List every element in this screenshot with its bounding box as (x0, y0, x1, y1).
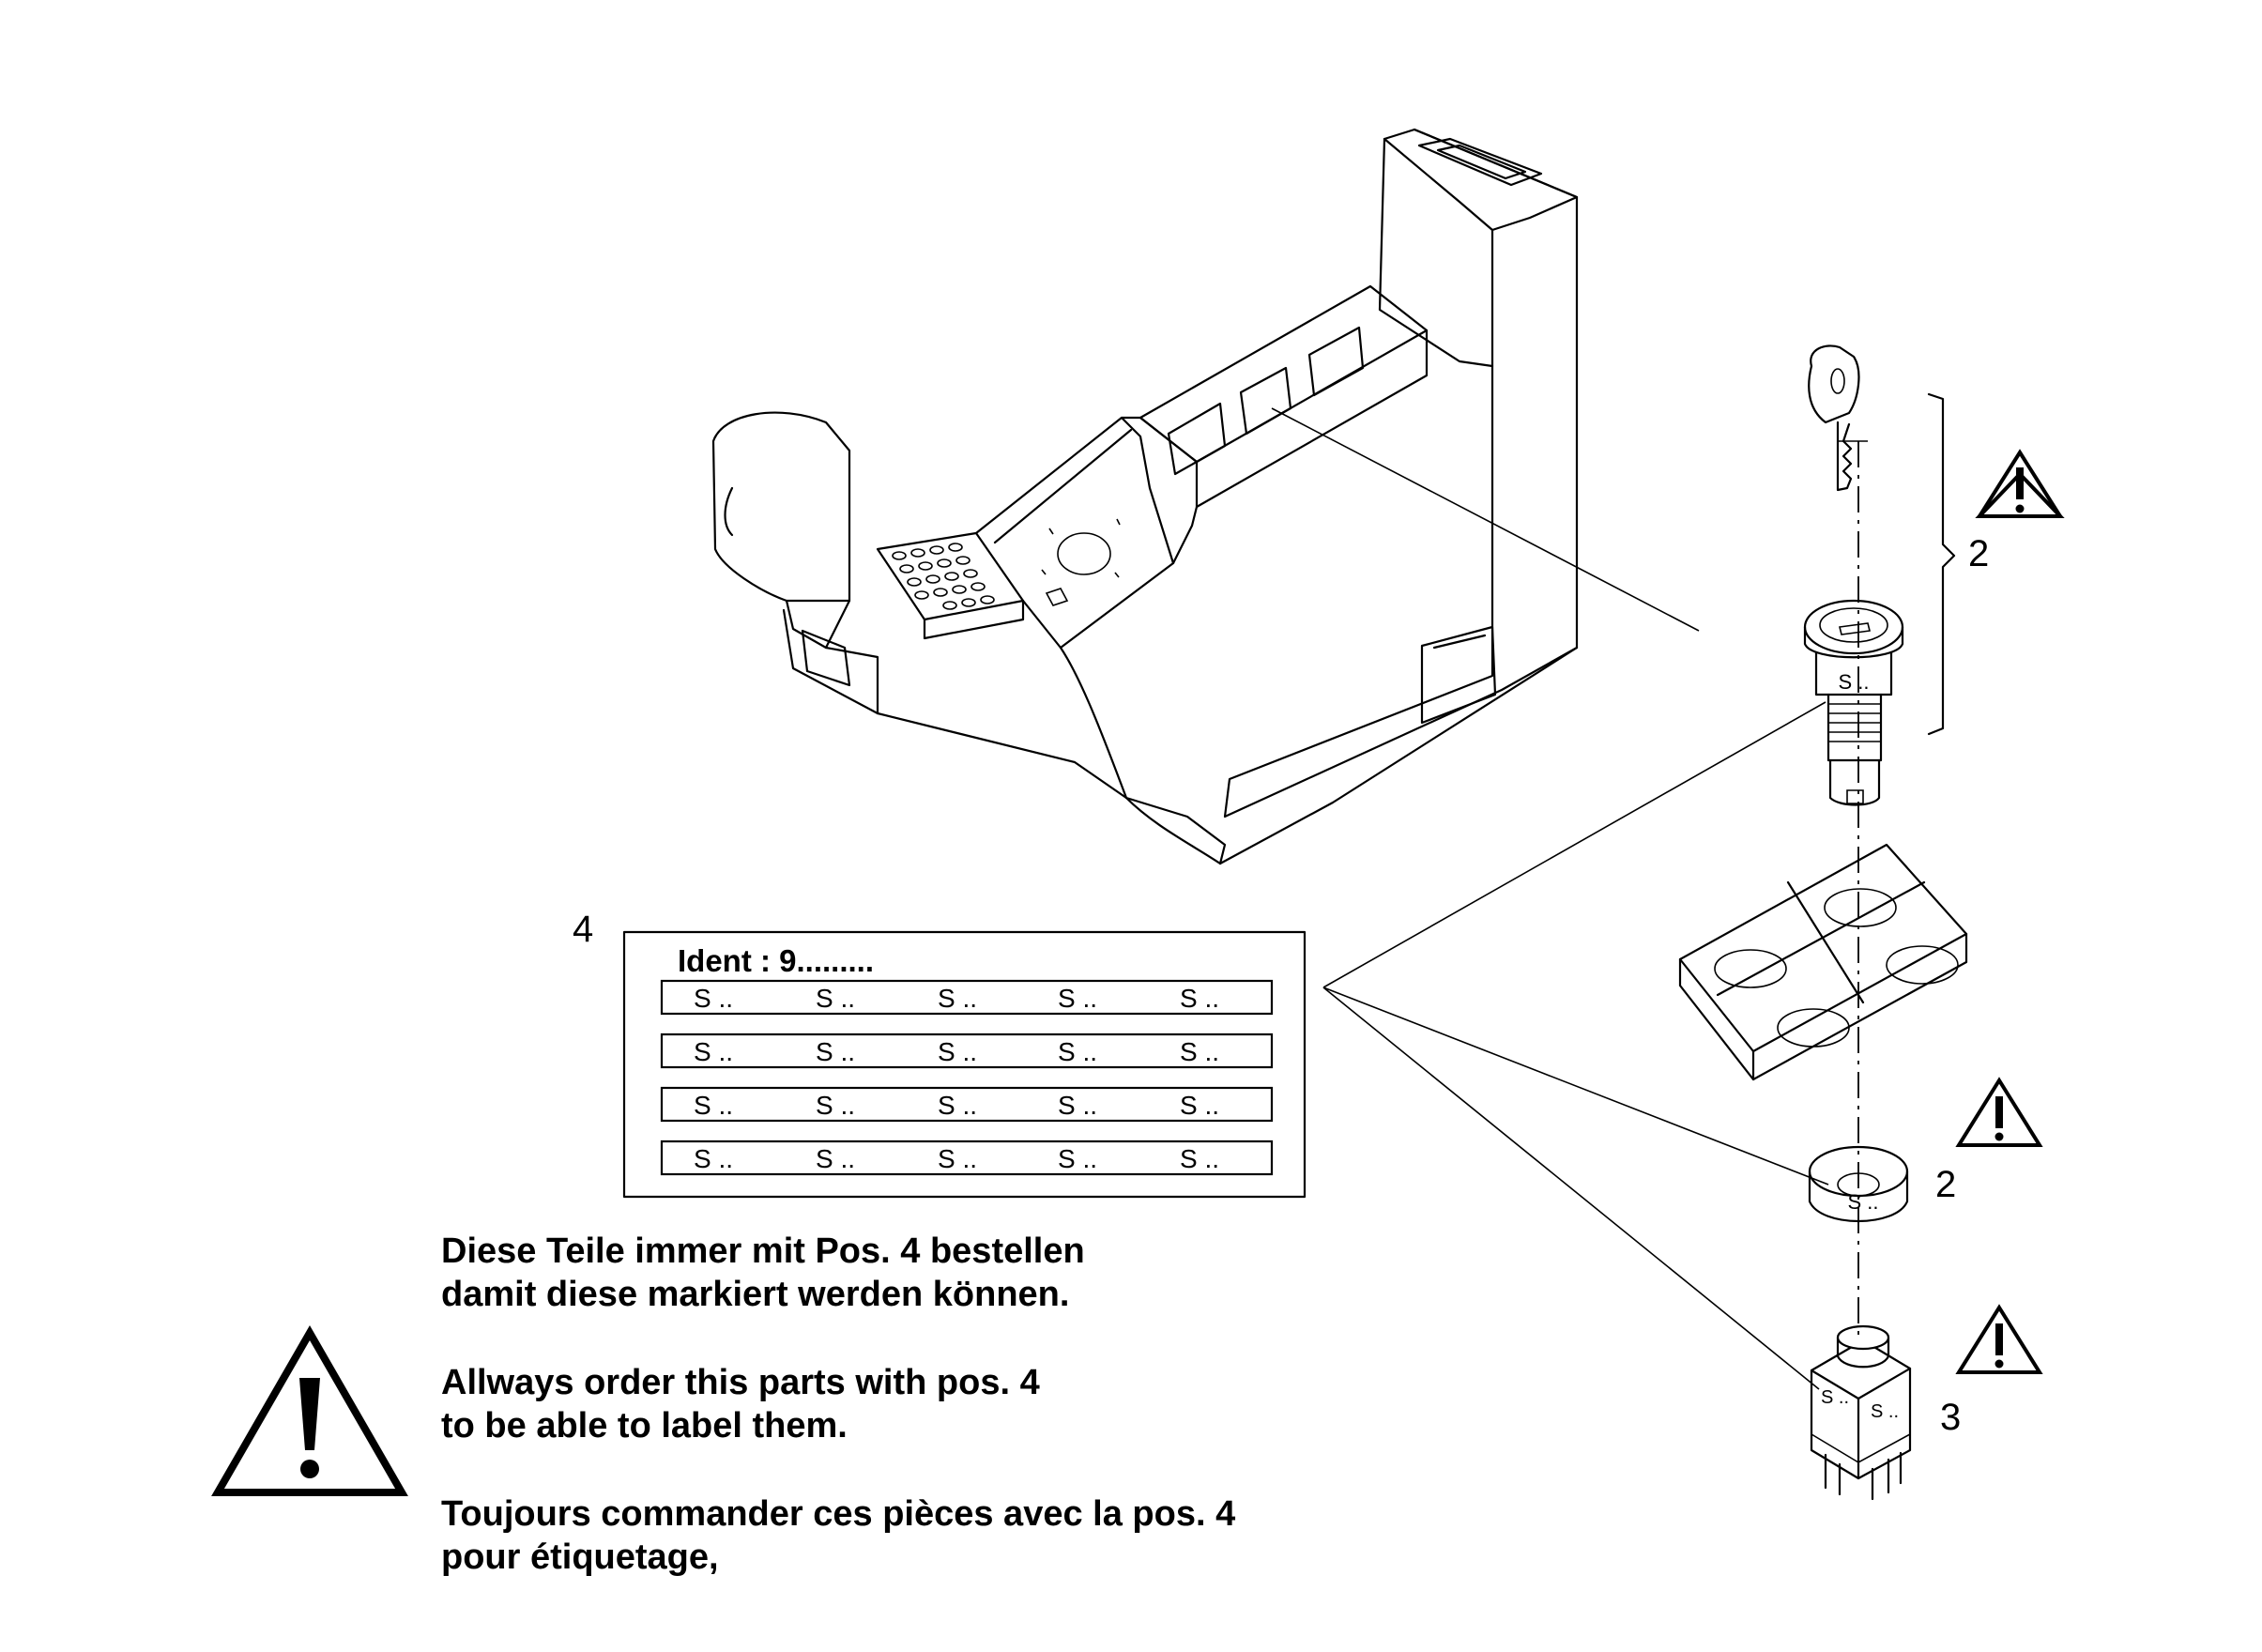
label-cell: S .. (1058, 1144, 1097, 1173)
label-cell: S .. (694, 984, 733, 1013)
label-row (660, 1032, 1274, 1069)
label-cell: S .. (1180, 984, 1219, 1013)
note-line: Diese Teile immer mit Pos. 4 bestellen (441, 1231, 1085, 1271)
cap-mark: S .. (1847, 1190, 1878, 1214)
label-cell: S .. (938, 984, 977, 1013)
label-cell: S .. (816, 1144, 855, 1173)
note-line: Toujours commander ces pièces avec la po… (441, 1494, 1236, 1534)
label-cell: S .. (816, 984, 855, 1013)
leaders-label-sheet (1322, 701, 1829, 1390)
label-cell: S .. (694, 1037, 733, 1066)
warning-triangle-icon (1955, 1077, 2043, 1147)
label-row (660, 1086, 1274, 1123)
label-sheet-ident: Ident : 9......... (678, 943, 874, 978)
label-cell: S .. (1058, 1091, 1097, 1120)
label-cell: S .. (816, 1037, 855, 1066)
callout-key-cylinder: 2 (1968, 533, 1989, 574)
label-row (660, 1140, 1274, 1176)
note-line: to be able to label them. (441, 1406, 848, 1446)
label-cell: S .. (816, 1091, 855, 1120)
label-row (660, 979, 1274, 1016)
label-cell: S .. (694, 1091, 733, 1120)
note-line: damit diese markiert werden können. (441, 1275, 1070, 1314)
note-german: Diese Teile immer mit Pos. 4 bestellen d… (441, 1230, 1474, 1316)
lock-cylinder-drawing: S .. (1803, 599, 1904, 806)
switch-mark-right: S .. (1871, 1401, 1899, 1422)
callout-switch: 3 (1940, 1397, 1961, 1438)
operator-console-drawing (711, 128, 1579, 865)
order-notes: Diese Teile immer mit Pos. 4 bestellen d… (441, 1230, 1474, 1624)
switch-drawing: S .. S .. (1810, 1324, 1912, 1501)
label-cell: S .. (1180, 1144, 1219, 1173)
note-french: Toujours commander ces pièces avec la po… (441, 1492, 1474, 1579)
note-english: Allways order this parts with pos. 4 to … (441, 1361, 1474, 1447)
warning-triangle-icon (1955, 1304, 2043, 1374)
note-line: pour étiquetage, (441, 1537, 719, 1577)
label-cell: S .. (938, 1037, 977, 1066)
note-line: Allways order this parts with pos. 4 (441, 1363, 1040, 1402)
warning-triangle-icon (211, 1324, 408, 1496)
label-cell: S .. (1180, 1037, 1219, 1066)
warning-triangle-icon (1975, 449, 2065, 518)
bracket-item-2 (1927, 392, 1956, 736)
label-cell: S .. (938, 1144, 977, 1173)
cap-plate-drawing (1678, 843, 1968, 1081)
callout-label-sheet: 4 (573, 909, 593, 950)
label-cell: S .. (1058, 1037, 1097, 1066)
label-cell: S .. (1180, 1091, 1219, 1120)
label-cell: S .. (1058, 984, 1097, 1013)
label-cell: S .. (938, 1091, 977, 1120)
callout-cap: 2 (1935, 1164, 1956, 1205)
switch-mark-left: S .. (1821, 1387, 1849, 1408)
cylinder-mark: S .. (1838, 670, 1869, 694)
label-cell: S .. (694, 1144, 733, 1173)
key-drawing (1808, 344, 1868, 492)
leader-console (1271, 407, 1700, 632)
label-sheet: Ident : 9......... S .. S .. S .. S .. S .. S… (622, 930, 1307, 1199)
